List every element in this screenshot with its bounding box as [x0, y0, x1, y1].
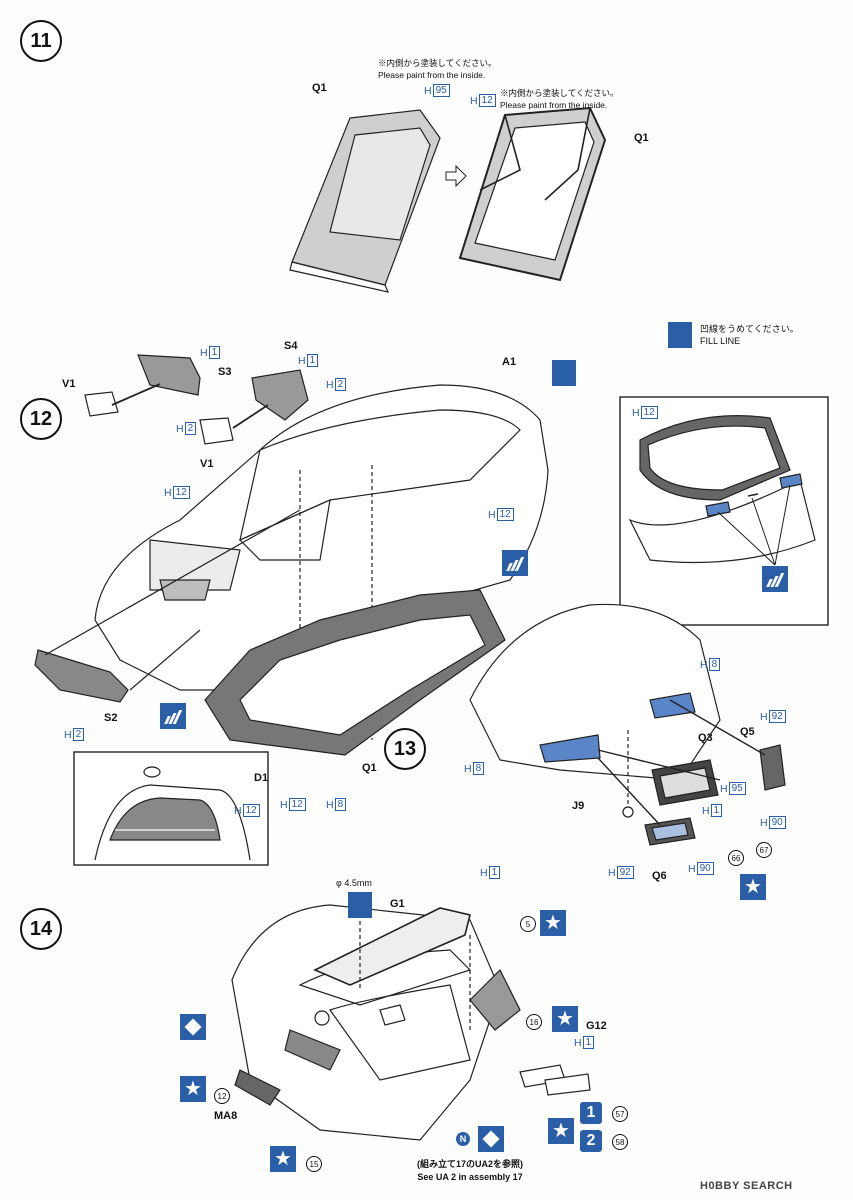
- assembly-reference-jp: (組み立て17のUA2を参照): [416, 1159, 524, 1169]
- diamond-icon: [180, 1014, 206, 1040]
- decal-16: 16: [526, 1014, 542, 1030]
- step-11-number: 11: [20, 20, 62, 62]
- part-ma8-label: MA8: [214, 1110, 238, 1122]
- star-icon-5: ★: [180, 1076, 206, 1102]
- decal-12: 12: [214, 1088, 230, 1104]
- fill-line-en: FILL LINE: [700, 336, 741, 346]
- part-q1-label-2: Q1: [634, 132, 649, 144]
- part-g12-label: G12: [586, 1020, 607, 1032]
- decal-58: 58: [612, 1134, 628, 1150]
- star-icon-3: ★: [552, 1006, 578, 1032]
- fill-line-icon: [668, 322, 692, 348]
- star-icon: ★: [740, 874, 766, 900]
- number-2-icon: 2: [580, 1130, 602, 1152]
- decal-15: 15: [306, 1156, 322, 1172]
- decal-stripe-icon-2: [160, 703, 186, 729]
- part-v1-label-2: V1: [200, 458, 214, 470]
- part-s3-label: S3: [218, 366, 232, 378]
- part-j9-label: J9: [572, 800, 585, 812]
- paint-inside-note-jp: ※内側から塗装してください。: [378, 58, 497, 68]
- number-1-icon: 1: [580, 1102, 602, 1124]
- part-s2-label: S2: [104, 712, 118, 724]
- star-icon-4: ★: [548, 1118, 574, 1144]
- step-13-number: 13: [384, 728, 426, 770]
- decal-stripe-icon: [502, 550, 528, 576]
- part-q1-label: Q1: [312, 82, 327, 94]
- part-q1-label-3: Q1: [362, 762, 377, 774]
- diamond-icon-2: [478, 1126, 504, 1152]
- assembly-reference-en: See UA 2 in assembly 17: [417, 1172, 523, 1182]
- paint-inside-note-jp-2: ※内側から塗装してください。: [500, 88, 619, 98]
- step-12-number: 12: [20, 398, 62, 440]
- decal-stripe-icon-3: [762, 566, 788, 592]
- decal-66: 66: [728, 850, 744, 866]
- diameter-label: φ 4.5mm: [336, 878, 372, 888]
- decal-5: 5: [520, 916, 536, 932]
- decal-57: 57: [612, 1106, 628, 1122]
- part-q5-label: Q5: [740, 726, 755, 738]
- part-s4-label: S4: [284, 340, 298, 352]
- part-a1-label: A1: [502, 356, 517, 368]
- part-d1-label: D1: [254, 772, 269, 784]
- star-icon-2: ★: [540, 910, 566, 936]
- fill-line-icon-2: [552, 360, 576, 386]
- part-v1-label: V1: [62, 378, 76, 390]
- star-icon-6: ★: [270, 1146, 296, 1172]
- part-g1-label: G1: [390, 898, 405, 910]
- part-q3-label: Q3: [698, 732, 713, 744]
- decal-67: 67: [756, 842, 772, 858]
- part-q6-label: Q6: [652, 870, 667, 882]
- paint-inside-note-en: Please paint from the inside.: [378, 70, 486, 80]
- assembly-reference: (組み立て17のUA2を参照) See UA 2 in assembly 17: [380, 1158, 560, 1184]
- fill-line-jp: 凹線をうめてください。: [700, 324, 799, 334]
- paint-inside-note-en-2: Please paint from the inside.: [500, 100, 608, 110]
- drill-icon: [348, 892, 372, 918]
- n-badge: N: [456, 1132, 470, 1146]
- watermark: H0BBY SEARCH: [700, 1180, 793, 1192]
- step-14-number: 14: [20, 908, 62, 950]
